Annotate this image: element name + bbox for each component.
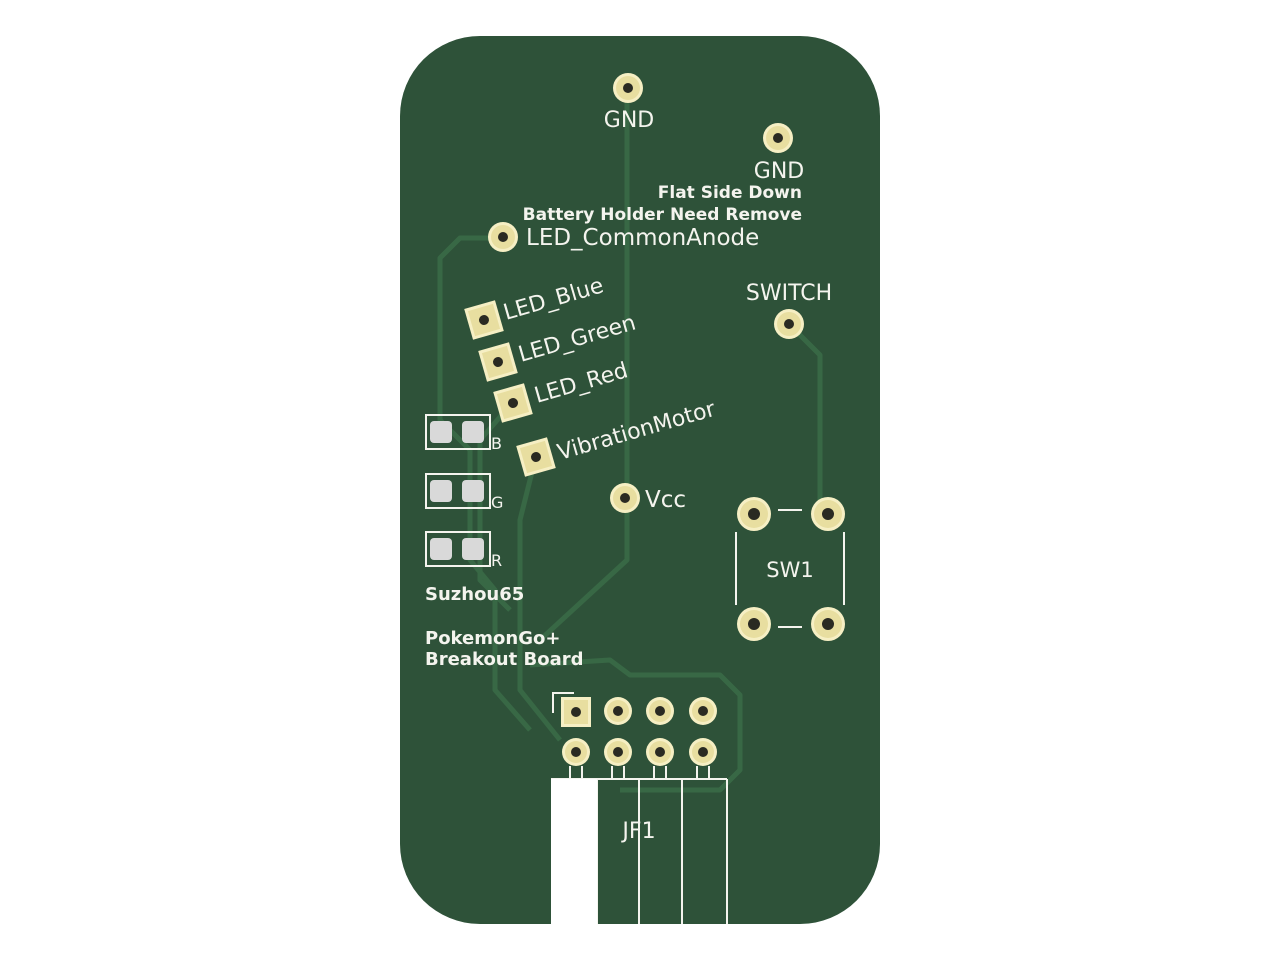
trace-gnd <box>538 95 630 642</box>
square-pads <box>464 300 556 477</box>
pad-vcc <box>610 483 640 513</box>
label-vcc: Vcc <box>645 487 686 513</box>
sw1-pad-1 <box>737 497 771 531</box>
pad-led-red <box>493 383 533 423</box>
label-switch: SWITCH <box>746 281 832 306</box>
jf1-pad-2 <box>562 738 590 766</box>
trace-switch <box>788 323 823 500</box>
sw1-pad-2 <box>811 497 845 531</box>
label-title-line2: Breakout Board <box>425 649 583 670</box>
pad-led-blue <box>464 300 504 340</box>
trace-bottom-loop <box>529 657 743 793</box>
pcb-board <box>400 36 880 924</box>
pad-gnd-top <box>613 73 643 103</box>
jf1-pad-7 <box>689 697 717 725</box>
smd-jumper-r <box>425 531 491 567</box>
label-suzhou: Suzhou65 <box>425 584 524 605</box>
label-smd-r: R <box>491 551 502 570</box>
label-jf1: JF1 <box>620 819 655 844</box>
pad-gnd-right <box>763 123 793 153</box>
label-note-line2: Battery Holder Need Remove <box>523 205 802 225</box>
jf1-connector <box>551 692 728 925</box>
smd-jumpers <box>425 414 491 567</box>
label-gnd-right: GND <box>754 159 804 184</box>
jf1-cutout <box>551 779 597 925</box>
pad-led-common-anode <box>488 222 518 252</box>
jf1-pad-6 <box>646 738 674 766</box>
jf1-pad-4 <box>604 738 632 766</box>
sw1-pad-4 <box>811 607 845 641</box>
sw1-footprint <box>735 497 845 641</box>
jf1-pad-3 <box>604 697 632 725</box>
trace-vibration <box>517 459 562 742</box>
jf1-pad-8 <box>689 738 717 766</box>
label-gnd-top: GND <box>604 108 654 133</box>
smd-jumper-b <box>425 414 491 450</box>
sw1-pad-3 <box>737 607 771 641</box>
label-note-line1: Flat Side Down <box>658 183 802 203</box>
label-smd-g: G <box>491 493 503 512</box>
label-led-common-anode: LED_CommonAnode <box>526 225 759 251</box>
label-smd-b: B <box>491 434 502 453</box>
pad-switch <box>774 309 804 339</box>
trace-led-red <box>477 400 515 612</box>
label-title-line1: PokemonGo+ <box>425 628 560 649</box>
label-sw1: SW1 <box>766 558 813 582</box>
round-pads <box>488 73 804 513</box>
jf1-pad-1 <box>561 697 591 727</box>
jf1-pad-5 <box>646 697 674 725</box>
pad-led-green <box>478 342 518 382</box>
pad-vibration-motor <box>516 437 556 477</box>
smd-jumper-g <box>425 473 491 509</box>
